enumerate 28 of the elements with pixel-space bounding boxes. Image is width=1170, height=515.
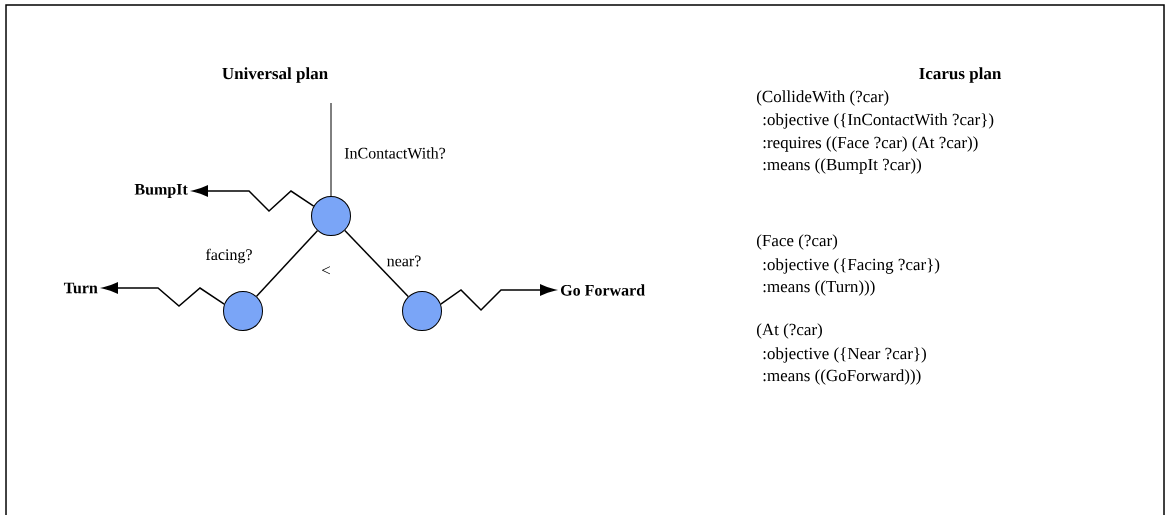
code-line: :objective ({Facing ?car})	[763, 258, 940, 274]
code-line: :objective ({Near ?car})	[763, 347, 926, 363]
code-line: (Face (?car)	[756, 234, 838, 250]
zigzag-arrow	[192, 185, 315, 213]
edge-label: InContactWith?	[343, 146, 447, 160]
action-label: BumpIt	[134, 184, 188, 198]
code-line: :means ((GoForward)))	[763, 369, 921, 385]
action-label: Go Forward	[561, 284, 645, 296]
branch-line	[344, 229, 409, 298]
heading: Icarus plan	[919, 67, 1002, 83]
code-line: :requires ((Face ?car) (At ?car))	[763, 136, 978, 152]
branch-line	[330, 102, 332, 197]
code-line: :means ((BumpIt ?car))	[763, 158, 921, 174]
edge-label: near?	[385, 254, 423, 268]
zigzag-arrow	[440, 284, 556, 312]
code-line: :means ((Turn)))	[763, 280, 875, 296]
heading: Universal plan	[222, 67, 328, 83]
state-circle	[311, 196, 351, 236]
code-line: (At (?car)	[756, 323, 822, 339]
state-circle	[402, 291, 442, 331]
action-label: Turn	[63, 282, 98, 294]
zigzag-arrow	[102, 282, 225, 307]
edge-label: facing?	[204, 247, 254, 265]
code-line: :objective ({InContactWith ?car})	[763, 113, 994, 129]
code-line: (CollideWith (?car)	[756, 90, 889, 106]
branch-line	[255, 229, 319, 298]
comparison-sign: <	[322, 266, 330, 275]
state-circle	[223, 291, 263, 331]
